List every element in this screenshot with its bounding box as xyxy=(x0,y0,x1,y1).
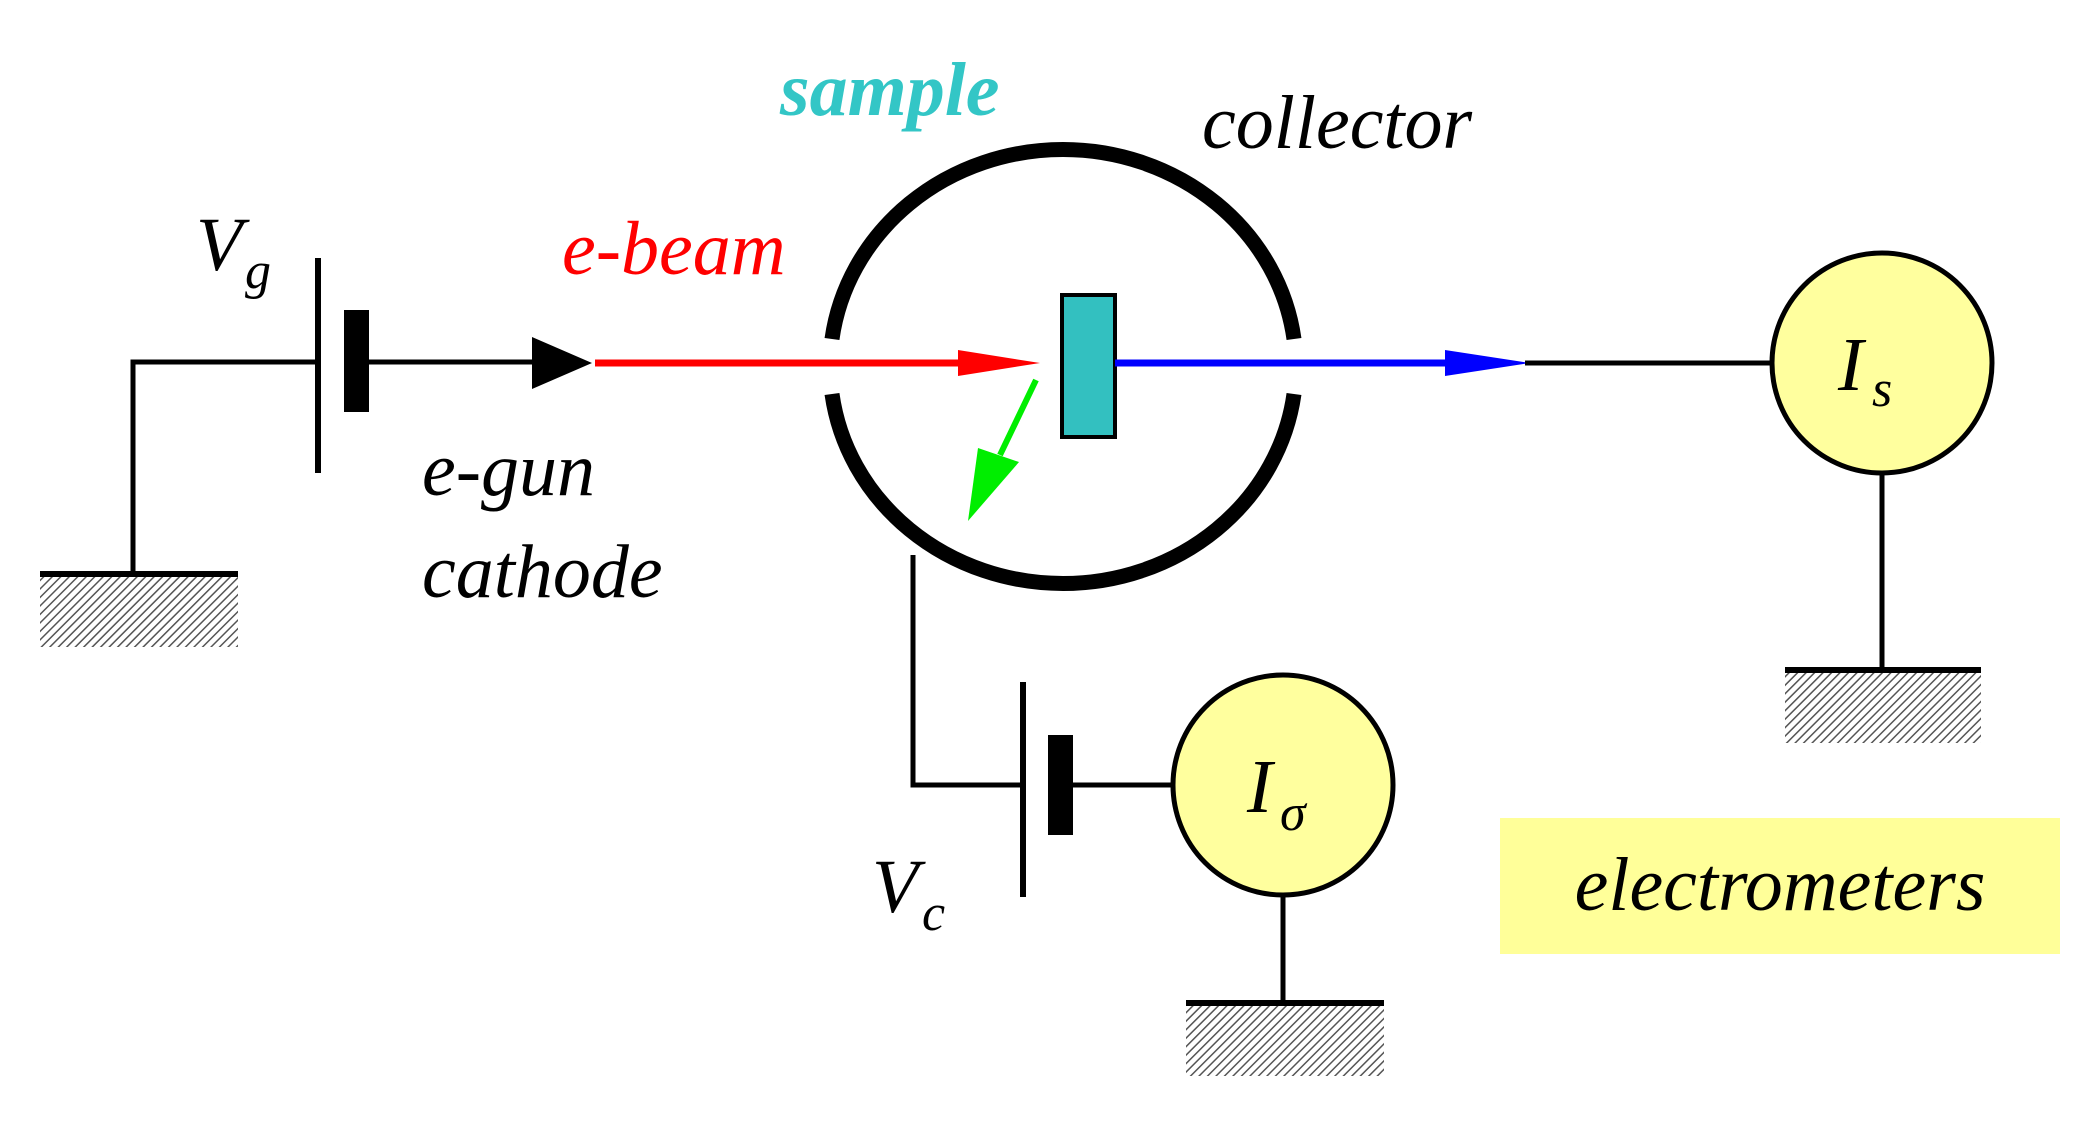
vg-label-main: V xyxy=(196,203,250,287)
vg-battery-short-plate xyxy=(344,310,369,412)
vc-battery-short-plate xyxy=(1048,735,1073,835)
scattered-beam-line xyxy=(997,378,1039,457)
isigma-ground xyxy=(1186,1000,1384,1076)
gun-ground-wire xyxy=(130,359,318,574)
is-label-sub: s xyxy=(1872,361,1892,418)
isigma-label-main: I xyxy=(1246,745,1276,829)
gun-arrowhead xyxy=(532,337,592,389)
gun-ground-hatch xyxy=(40,575,238,647)
cathode-label: cathode xyxy=(422,530,663,614)
collector xyxy=(824,142,1302,591)
e-beam-arrowhead xyxy=(958,350,1040,376)
collector-label: collector xyxy=(1202,81,1473,165)
sample-label: sample xyxy=(779,48,1000,132)
collector-upper-arc xyxy=(824,142,1302,341)
scattered-beam-arrowhead xyxy=(968,448,1019,521)
vg-battery xyxy=(315,258,369,473)
vc-label-main: V xyxy=(872,845,926,929)
collector-wire xyxy=(910,555,1023,788)
isigma-ground-hatch xyxy=(1186,1004,1384,1076)
is-label-main: I xyxy=(1837,323,1867,407)
electrometers-box xyxy=(1500,818,2060,954)
electrometers-label: electrometers xyxy=(1575,843,1986,927)
gun-ground xyxy=(40,571,238,647)
vc-label-sub: c xyxy=(922,885,945,942)
e-beam-label: e-beam xyxy=(562,207,786,291)
transmitted-beam-arrowhead xyxy=(1445,350,1530,376)
is-ground xyxy=(1785,667,1981,743)
sample-block xyxy=(1060,293,1117,439)
vg-label-sub: g xyxy=(245,243,271,300)
e-gun-label: e-gun xyxy=(422,428,595,512)
is-ground-hatch xyxy=(1785,671,1981,743)
vc-battery xyxy=(1020,682,1073,897)
isigma-label-sub: σ xyxy=(1280,785,1308,842)
collector-lower-arc xyxy=(824,392,1302,591)
